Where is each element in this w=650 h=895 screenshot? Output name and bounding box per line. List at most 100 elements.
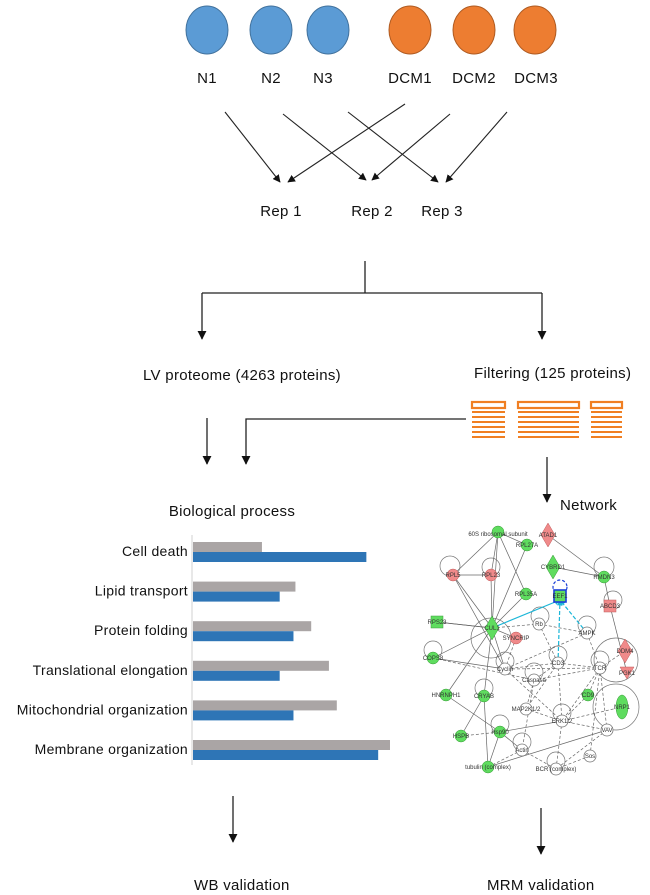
edge-cul1-to-cops8: [432, 627, 493, 659]
replicate-label-2: Rep 2: [351, 203, 393, 220]
node-label: Cyclin: [497, 667, 513, 673]
filtering-label: Filtering (125 proteins): [474, 365, 631, 382]
node-label: 60S ribosomal subunit: [468, 532, 528, 538]
edge-cyclin-to-erk1-2: [504, 668, 563, 722]
network-edges: [432, 531, 628, 770]
node-label: CUL1: [484, 626, 500, 632]
network-node-eef1: EEF1: [552, 589, 568, 603]
node-shape: [454, 729, 468, 743]
sample-node-n3: [306, 5, 350, 55]
node-label: ATAD1: [539, 533, 558, 539]
edge-rpl27a-to-cul1: [491, 544, 528, 629]
bar-blue-protein-folding: [193, 631, 294, 642]
network-node-caspase: Caspase: [522, 673, 547, 687]
node-shape: [484, 615, 500, 641]
node-shape: [509, 631, 523, 645]
node-shape: [551, 656, 565, 670]
network-node-syncrip: SYNCRIP: [503, 631, 529, 645]
node-label: DDM4: [616, 649, 634, 655]
mrm-validation-label: MRM validation: [487, 877, 595, 894]
sample-node-n1: [185, 5, 229, 55]
node-label: BCR (complex): [536, 767, 577, 773]
network-node-rmdn3: RMDN3: [593, 570, 615, 584]
node-shape: [581, 688, 595, 702]
replicate-label-1: Rep 1: [260, 203, 302, 220]
network-node-rpl27a: RPL27A: [516, 538, 538, 552]
node-shape: [430, 615, 444, 629]
bar-gray-membrane-organization: [193, 740, 390, 750]
bar-gray-cell-death: [193, 542, 262, 552]
node-label: PGK1: [619, 671, 636, 677]
node-shape: [477, 689, 491, 703]
edge-cul1-to-rb: [491, 622, 540, 629]
category-label: Lipid transport: [95, 583, 188, 599]
edge-vav-to-bcr-complex: [555, 729, 608, 770]
bar-gray-translational-elongation: [193, 660, 329, 671]
node-shape: [580, 626, 594, 640]
edge-hspb-to-cryab: [460, 695, 485, 737]
arrow-filter-to-bio-process: [241, 418, 466, 465]
node-shape: [484, 568, 498, 582]
network-node-tcr: TCR: [593, 661, 607, 675]
network-node-hnrnph1: HNRNPH1: [431, 688, 461, 702]
network-title: Network: [560, 497, 617, 514]
node-label: RPL27A: [516, 543, 538, 549]
edge-cd3-to-cyclin: [504, 662, 559, 671]
node-shape: [520, 538, 534, 552]
replicate-label-3: Rep 3: [421, 203, 463, 220]
arrow-n1-rep1: [224, 111, 281, 183]
sample-label-n1: N1: [197, 70, 217, 87]
bar-blue-lipid-transport: [193, 591, 280, 602]
node-label: RPS23: [427, 620, 447, 626]
node-label: CD3: [552, 661, 565, 667]
network-node-sos: Sos: [583, 749, 597, 763]
network-node-hspb: HSPB: [453, 729, 469, 743]
sample-label-dcm2: DCM2: [452, 70, 496, 87]
node-label: RPL23: [482, 573, 501, 579]
chart-title: Biological process: [169, 503, 295, 520]
sample-node-dcm2: [452, 5, 496, 55]
bar-gray-mitochondrial-organization: [193, 700, 337, 711]
node-label: MAP2K1/2: [512, 707, 541, 713]
node-label: Sos: [585, 754, 595, 760]
category-label: Protein folding: [94, 622, 188, 638]
node-shape: [603, 599, 617, 613]
network-node-cops8: COPS8: [423, 651, 444, 665]
bar-blue-membrane-organization: [193, 750, 379, 760]
node-label: HSPB: [453, 734, 469, 740]
node-label: CRYAB: [474, 694, 494, 700]
network-node-map2k1-2: MAP2K1/2: [512, 702, 541, 716]
category-label: Cell death: [122, 543, 188, 559]
network-node-cyclin: Cyclin: [497, 662, 513, 676]
node-shape: [519, 587, 533, 601]
table-column-1: [470, 400, 507, 438]
network-node-cul1: CUL1: [484, 615, 500, 641]
sample-node-n2: [249, 5, 293, 55]
edge-cul1-to-cryab: [482, 627, 493, 697]
network-node-cd3: CD3: [551, 656, 565, 670]
self-loop: [592, 683, 640, 731]
edge-cul1-to-eef1: [491, 599, 561, 629]
sample-label-dcm1: DCM1: [388, 70, 432, 87]
network-node-rps23: RPS23: [427, 615, 447, 629]
node-shape: [540, 522, 556, 548]
node-label: ABCD3: [600, 604, 621, 610]
node-shape: [527, 673, 541, 687]
table-column-3: [589, 400, 624, 438]
node-label: VAV: [601, 728, 612, 734]
edge-erk1-2-to-nrp1: [561, 706, 623, 722]
category-label: Membrane organization: [35, 741, 188, 757]
network-node-rpl35a: RPL35A: [515, 587, 537, 601]
network-node-ddm4: DDM4: [616, 638, 634, 664]
network-node-hsp90: Hsp90: [491, 725, 509, 739]
category-label: Mitochondrial organization: [17, 701, 188, 717]
network-node-nrp1: NRP1: [614, 694, 631, 720]
node-label: Caspase: [522, 678, 546, 684]
sample-node-dcm1: [388, 5, 432, 55]
node-shape: [615, 694, 629, 720]
split-connector: [197, 261, 547, 340]
node-label: HNRNPH1: [431, 693, 461, 699]
node-shape: [617, 638, 633, 664]
bar-blue-mitochondrial-organization: [193, 710, 294, 721]
